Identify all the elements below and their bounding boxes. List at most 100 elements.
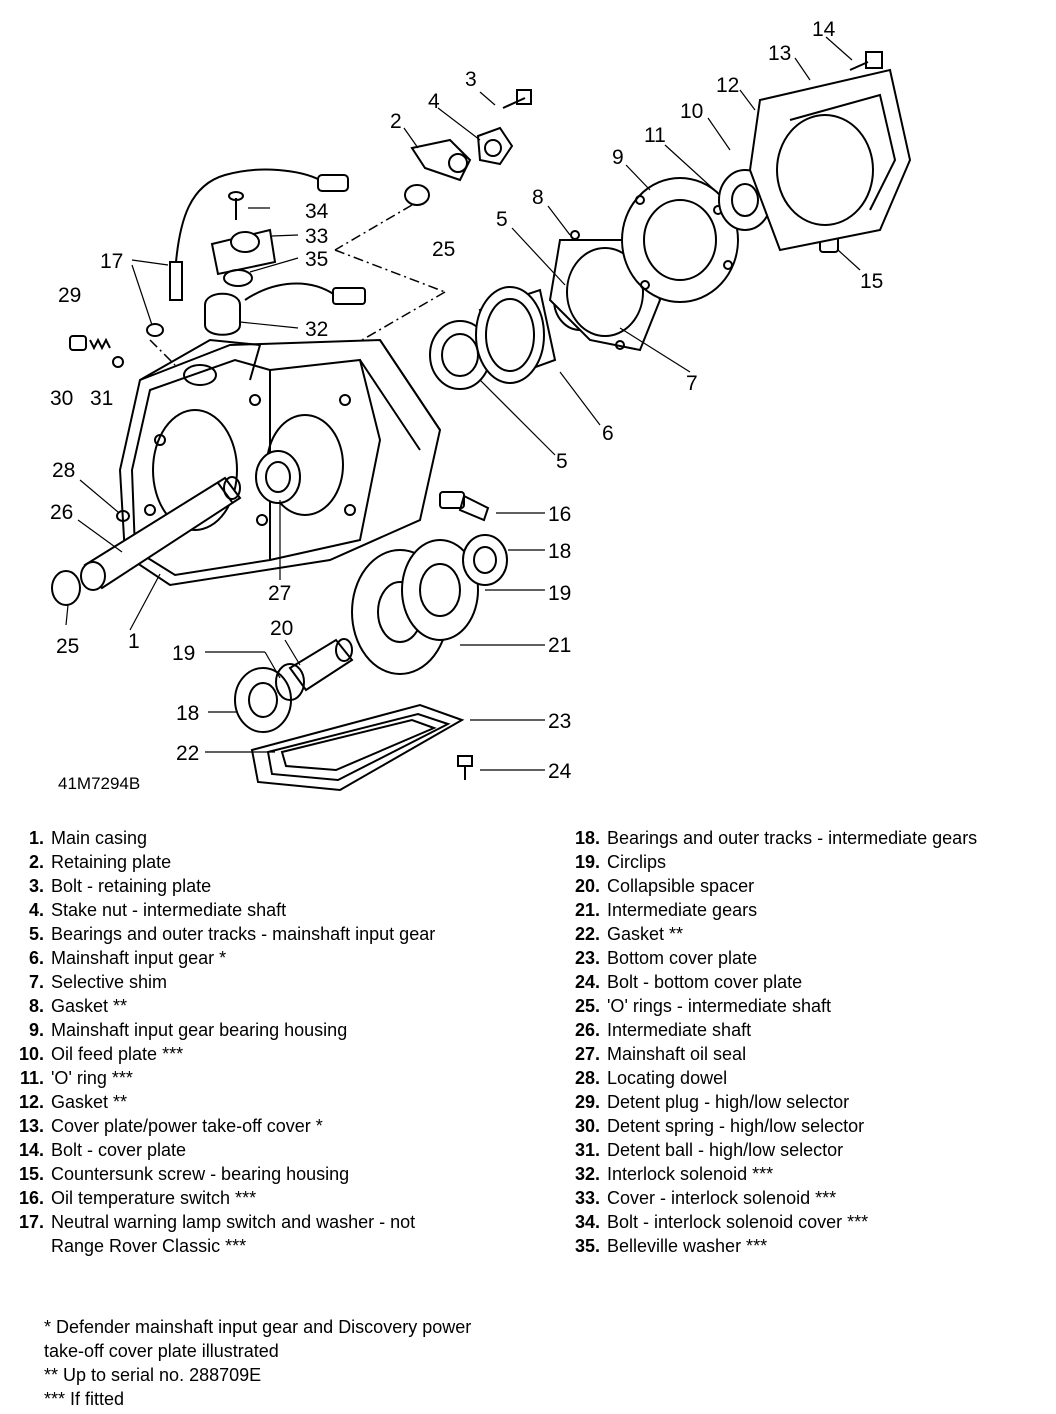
callout-4: 4 — [428, 90, 440, 113]
legend-item: 8.Gasket ** — [28, 996, 128, 1016]
callout-19-upper: 19 — [548, 582, 571, 605]
callout-9: 9 — [612, 146, 624, 169]
bolt-bottom-cover-plate — [457, 755, 473, 780]
callout-24: 24 — [548, 760, 572, 783]
callout-21: 21 — [548, 634, 571, 657]
callout-1: 1 — [128, 630, 140, 653]
callout-34: 34 — [305, 200, 329, 223]
callout-28: 28 — [52, 459, 75, 482]
legend-item: 10.Oil feed plate *** — [18, 1044, 184, 1064]
legend-item: 26.Intermediate shaft — [574, 1020, 752, 1040]
legend-item: 12.Gasket ** — [18, 1092, 128, 1112]
bottom-cover-plate-and-gasket — [250, 703, 465, 792]
footnotes: * Defender mainshaft input gear and Disc… — [44, 1315, 504, 1411]
mainshaft-input-gear-bearing-housing — [621, 177, 739, 303]
legend-item: 24.Bolt - bottom cover plate — [574, 972, 803, 992]
callout-25-upper: 25 — [432, 238, 455, 261]
callout-16: 16 — [548, 503, 571, 526]
legend-item: 28.Locating dowel — [574, 1068, 728, 1088]
callout-23: 23 — [548, 710, 571, 733]
legend-item: 32.Interlock solenoid *** — [574, 1164, 774, 1184]
callout-31: 31 — [90, 387, 113, 410]
legend-item: 18.Bearings and outer tracks - intermedi… — [574, 828, 978, 848]
callout-14: 14 — [812, 18, 836, 41]
neutral-warning-lamp-switch — [146, 168, 349, 337]
locating-dowel — [116, 510, 130, 522]
callout-18-upper: 18 — [548, 540, 571, 563]
cover-plate-and-gasket — [748, 68, 912, 252]
legend-item: 35.Belleville washer *** — [574, 1236, 768, 1256]
callout-22: 22 — [176, 742, 199, 765]
callout-13: 13 — [768, 42, 791, 65]
legend-item: 33.Cover - interlock solenoid *** — [574, 1188, 837, 1208]
intermediate-gear-cluster — [351, 534, 508, 675]
assembly-lines — [149, 204, 446, 366]
legend-item: 25.'O' rings - intermediate shaft — [574, 996, 831, 1016]
interlock-solenoid-assembly — [204, 191, 366, 336]
callout-30: 30 — [50, 387, 73, 410]
callout-32: 32 — [305, 318, 328, 341]
legend-item: 16.Oil temperature switch *** — [18, 1188, 257, 1208]
lower-bearing-and-circlip — [234, 663, 305, 733]
legend-item: 1.Main casing — [28, 828, 148, 848]
legend-item: 11.'O' ring *** — [19, 1068, 133, 1088]
callout-10: 10 — [680, 100, 703, 123]
legend-item: 23.Bottom cover plate — [574, 948, 758, 968]
legend-item: 17.Neutral warning lamp switch and washe… — [18, 1212, 416, 1256]
exploded-view-diagram: 14 13 12 10 11 9 8 5 15 3 4 2 34 33 35 2… — [50, 18, 912, 793]
legend-item: 30.Detent spring - high/low selector — [574, 1116, 865, 1136]
figure-reference: 41M7294B — [58, 774, 140, 793]
callout-20: 20 — [270, 617, 293, 640]
callout-35: 35 — [305, 248, 328, 271]
o-ring-intermediate-shaft-upper — [404, 184, 430, 206]
intermediate-shaft — [80, 476, 242, 591]
callout-5-upper: 5 — [496, 208, 508, 231]
callout-27: 27 — [268, 582, 291, 605]
legend-item: 20.Collapsible spacer — [574, 876, 755, 896]
legend-left-column: 1.Main casing 2.Retaining plate 3.Bolt -… — [6, 826, 476, 1258]
retaining-plate-assembly — [410, 89, 532, 182]
callout-26: 26 — [50, 501, 73, 524]
legend-right-column: 18.Bearings and outer tracks - intermedi… — [562, 826, 1042, 1258]
bolt-cover-plate — [849, 51, 883, 71]
callout-19-lower: 19 — [172, 642, 195, 665]
legend-item: 15.Countersunk screw - bearing housing — [18, 1164, 350, 1184]
legend-item: 34.Bolt - interlock solenoid cover *** — [574, 1212, 869, 1232]
callout-3: 3 — [465, 68, 477, 91]
legend-item: 21.Intermediate gears — [574, 900, 758, 920]
footnote-3: *** If fitted — [44, 1389, 125, 1409]
legend-item: 22.Gasket ** — [574, 924, 684, 944]
legend-item: 7.Selective shim — [28, 972, 168, 992]
callout-33: 33 — [305, 225, 328, 248]
legend-item: 2.Retaining plate — [28, 852, 172, 872]
legend-item: 3.Bolt - retaining plate — [28, 876, 212, 896]
o-ring-intermediate-shaft-lower — [51, 570, 81, 606]
legend-item: 14.Bolt - cover plate — [18, 1140, 187, 1160]
leader-lines — [65, 36, 861, 771]
legend-item: 9.Mainshaft input gear bearing housing — [28, 1020, 348, 1040]
oil-temperature-switch — [439, 491, 490, 522]
callout-8: 8 — [532, 186, 544, 209]
callout-18-lower: 18 — [176, 702, 199, 725]
legend-item: 13.Cover plate/power take-off cover * — [18, 1116, 323, 1136]
legend-item: 5.Bearings and outer tracks - mainshaft … — [28, 924, 436, 944]
callout-25-lower: 25 — [56, 635, 79, 658]
callout-7: 7 — [686, 372, 698, 395]
callout-15: 15 — [860, 270, 883, 293]
detent-components — [69, 335, 124, 368]
callout-12: 12 — [716, 74, 739, 97]
legend-item: 31.Detent ball - high/low selector — [574, 1140, 844, 1160]
legend-item: 29.Detent plug - high/low selector — [574, 1092, 850, 1112]
callout-11: 11 — [644, 124, 666, 147]
footnote-2: ** Up to serial no. 288709E — [44, 1365, 262, 1385]
callout-2: 2 — [390, 110, 402, 133]
mainshaft-oil-seal — [255, 450, 301, 504]
legend-item: 19.Circlips — [574, 852, 667, 872]
legend-item: 4.Stake nut - intermediate shaft — [28, 900, 287, 920]
legend-item: 6.Mainshaft input gear * — [28, 948, 227, 968]
collapsible-spacer — [288, 638, 354, 692]
callout-29: 29 — [58, 284, 81, 307]
callout-5-lower: 5 — [556, 450, 568, 473]
footnote-1: * Defender mainshaft input gear and Disc… — [44, 1317, 472, 1361]
callout-6: 6 — [602, 422, 614, 445]
